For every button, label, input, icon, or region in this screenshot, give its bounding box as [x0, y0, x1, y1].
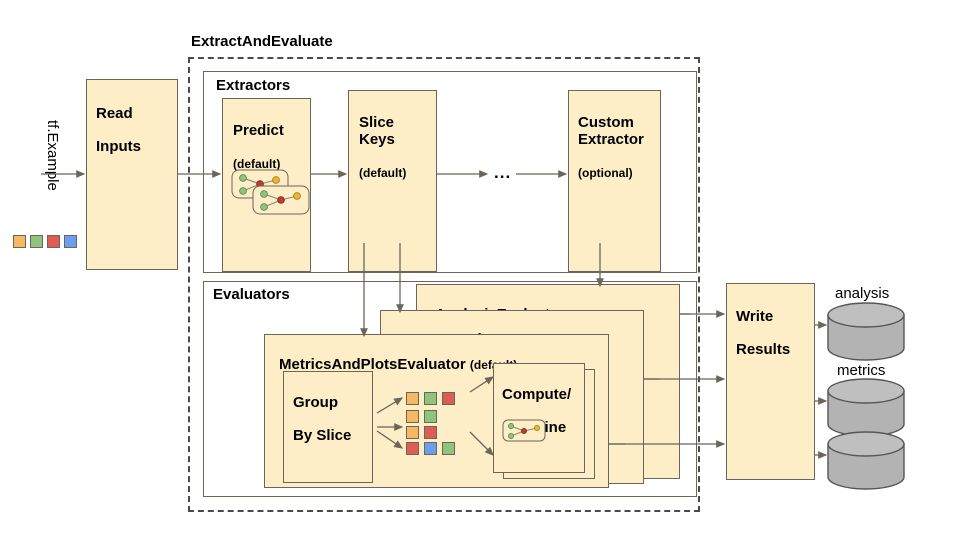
extractor-custom-sub: (optional)	[578, 166, 633, 181]
extractors-ellipsis: ...	[494, 163, 512, 182]
evaluator-metrics-and-plots-label: MetricsAndPlotsEvaluator (default)	[279, 340, 517, 374]
write-results-label: Write Results	[736, 292, 790, 359]
slice-swatch	[406, 410, 419, 423]
output-cylinder-other	[827, 431, 905, 490]
input-swatch-green	[30, 235, 43, 248]
compute-combine-line1: Compute/	[502, 385, 572, 403]
group-by-slice-line1: Group	[293, 393, 338, 411]
extractor-custom-title: Custom Extractor	[578, 113, 644, 148]
group-by-slice-line2: By Slice	[293, 427, 352, 445]
output-label-analysis: analysis	[835, 285, 890, 302]
slice-swatch	[442, 442, 455, 455]
read-inputs-line1: Read	[96, 104, 133, 122]
extractor-custom-box[interactable]: Custom Extractor (optional)	[568, 90, 661, 272]
slice-swatch	[424, 392, 437, 405]
write-results-line2: Results	[736, 341, 791, 359]
output-cylinder-analysis	[827, 302, 905, 361]
output-label-ellipsis: ...	[857, 418, 875, 437]
read-inputs-label: Read Inputs	[96, 89, 141, 156]
compute-combine-line2: Combine	[502, 419, 567, 437]
read-inputs-line2: Inputs	[96, 138, 141, 156]
compute-combine-box[interactable]: Compute/ Combine	[493, 363, 585, 473]
extractor-slice-keys-sub: (default)	[359, 166, 407, 181]
slice-swatch	[406, 442, 419, 455]
slice-swatch	[406, 392, 419, 405]
extractor-slice-keys-label: Slice Keys (default)	[359, 98, 406, 182]
input-swatches	[13, 235, 77, 249]
extractor-predict-label: Predict (default)	[233, 106, 284, 173]
extract-and-evaluate-title: ExtractAndEvaluate	[191, 33, 333, 50]
slice-swatch	[442, 392, 455, 405]
extractor-custom-label: Custom Extractor (optional)	[578, 98, 644, 182]
read-inputs-box[interactable]: Read Inputs	[86, 79, 178, 270]
extractor-slice-keys-box[interactable]: Slice Keys (default)	[348, 90, 437, 272]
group-by-slice-box[interactable]: Group By Slice	[283, 371, 373, 483]
slice-swatch	[424, 410, 437, 423]
input-swatch-red	[47, 235, 60, 248]
slice-swatch	[424, 426, 437, 439]
extractor-predict-box[interactable]: Predict (default)	[222, 98, 311, 272]
extractor-predict-sub: (default)	[233, 157, 281, 172]
output-label-metrics: metrics	[837, 362, 886, 379]
compute-combine-label: Compute/ Combine	[502, 370, 571, 437]
input-label: tf.Example	[44, 120, 61, 191]
write-results-box[interactable]: Write Results	[726, 283, 815, 480]
input-swatch-orange	[13, 235, 26, 248]
extractors-title: Extractors	[216, 77, 291, 94]
slice-swatch	[406, 426, 419, 439]
slice-swatch-grid	[406, 392, 466, 455]
group-by-slice-label: Group By Slice	[293, 378, 351, 445]
extractor-slice-keys-title: Slice Keys	[359, 113, 395, 148]
write-results-line1: Write	[736, 307, 774, 325]
extract-and-evaluate-container	[188, 57, 700, 512]
input-swatch-blue	[64, 235, 77, 248]
evaluators-title: Evaluators	[213, 286, 290, 303]
slice-swatch	[424, 442, 437, 455]
extractor-predict-title: Predict	[233, 121, 284, 139]
evaluator-metrics-and-plots-title: MetricsAndPlotsEvaluator	[279, 355, 466, 373]
